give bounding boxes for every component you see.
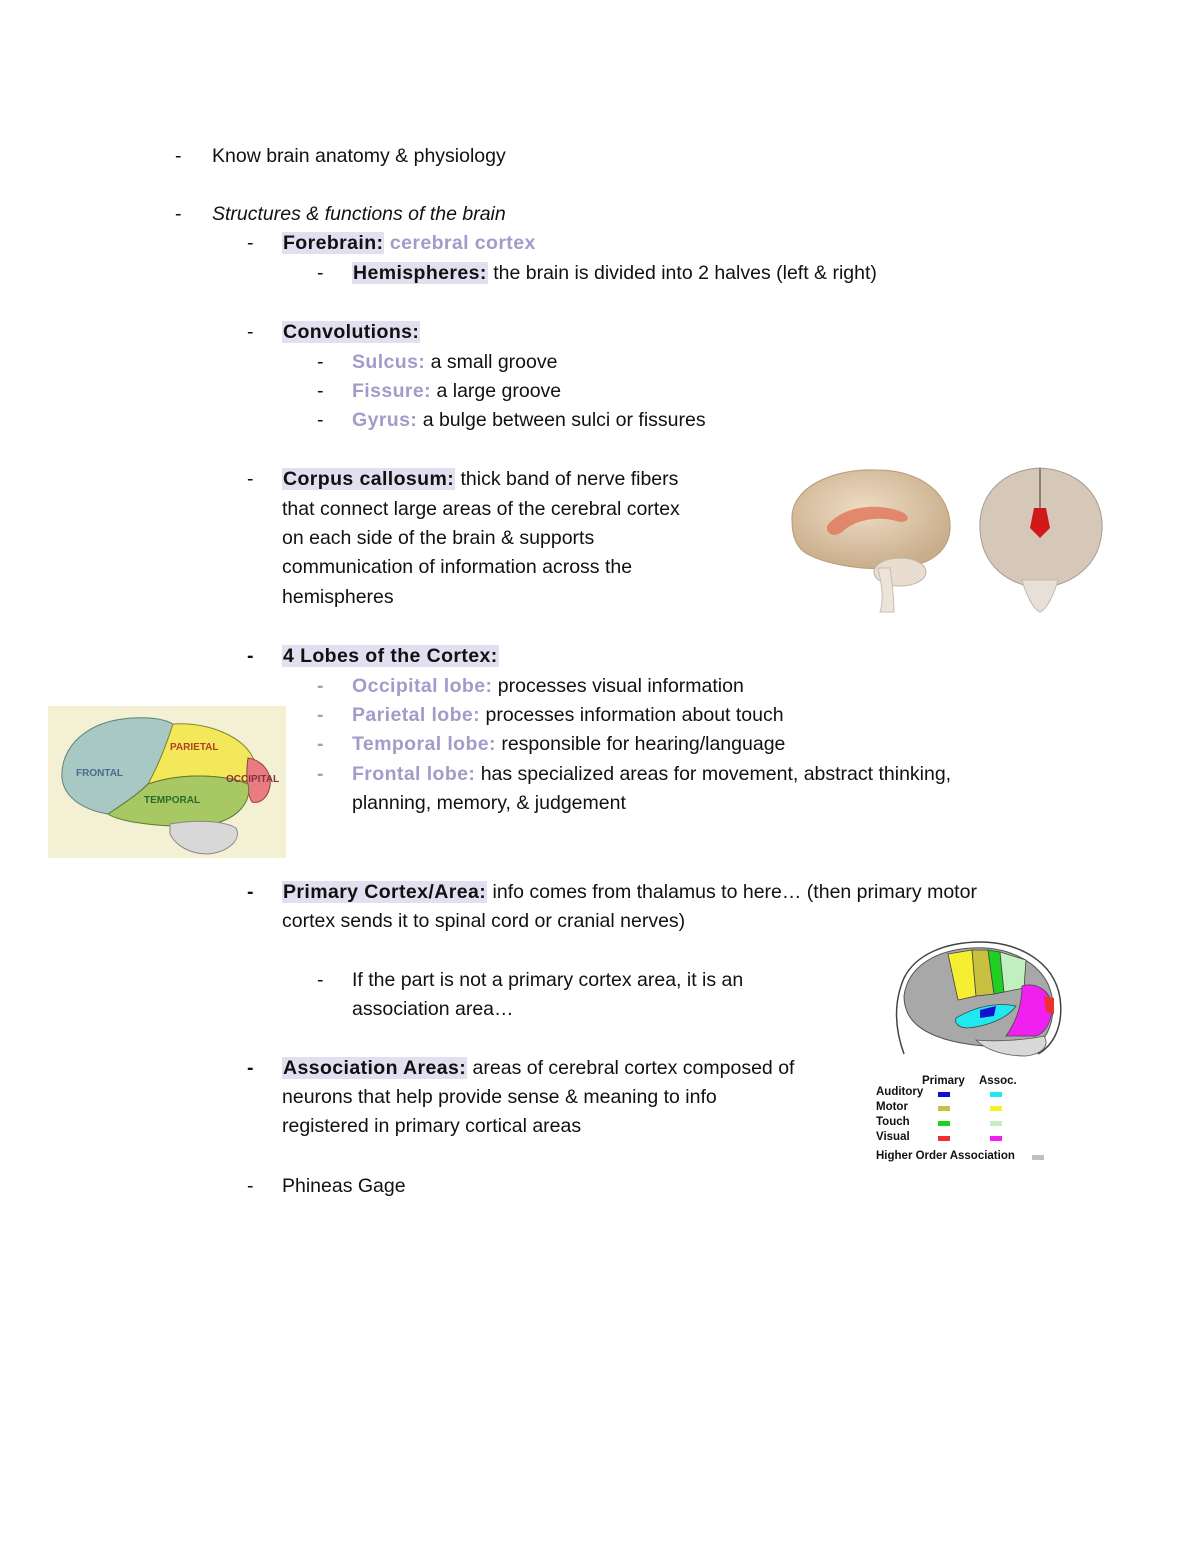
note-association: Association Areas: areas of cerebral cor… [282,1056,794,1080]
legend-swatch-assoc [990,1092,1002,1097]
legend-swatch-primary [938,1121,950,1126]
definition: a large groove [436,380,562,402]
note-line: cortex sends it to spinal cord or crania… [282,910,686,932]
definition: a bulge between sulci or fissures [422,409,706,431]
definition: thick band of nerve fibers [460,468,679,490]
definition: processes information about touch [485,704,784,726]
dash: - [175,145,182,167]
term: Sulcus: [352,351,426,373]
note-line: Know brain anatomy & physiology [212,145,506,167]
dash: - [247,321,254,343]
dash: - [247,645,254,667]
lobe-label-frontal: FRONTAL [76,768,123,779]
note-lobes: 4 Lobes of the Cortex: [282,644,499,668]
dash: - [317,763,324,785]
front-view-brain [979,467,1103,613]
legend-label: Motor [876,1101,908,1113]
term: Parietal lobe: [352,704,481,726]
definition: processes visual information [497,675,744,697]
dash: - [247,468,254,490]
term: Gyrus: [352,409,418,431]
term: Occipital lobe: [352,675,493,697]
definition: responsible for hearing/language [501,733,786,755]
note-fissure: Fissure: a large groove [352,379,561,403]
definition: cerebral cortex [389,232,536,254]
note-hemispheres: Hemispheres: the brain is divided into 2… [352,261,877,285]
dash: - [317,733,324,755]
note-line: Phineas Gage [282,1175,406,1197]
legend-swatch-primary [938,1106,950,1111]
note-sulcus: Sulcus: a small groove [352,350,557,374]
dash: - [317,675,324,697]
term: Corpus callosum: [282,468,456,490]
note-convolutions: Convolutions: [282,320,421,344]
association-areas-figure [895,941,1062,1057]
legend-header-primary: Primary [922,1075,965,1087]
dash: - [247,232,254,254]
dash: - [317,704,324,726]
legend-label: Visual [876,1131,910,1143]
term: Frontal lobe: [352,763,476,785]
dash: - [247,1175,254,1197]
note-line: association area… [352,998,514,1020]
note-gyrus: Gyrus: a bulge between sulci or fissures [352,408,706,432]
note-frontal: Frontal lobe: has specialized areas for … [352,762,951,786]
term: Convolutions: [282,321,421,343]
dash: - [317,409,324,431]
note-line: neurons that help provide sense & meanin… [282,1086,717,1108]
legend-label: Touch [876,1116,910,1128]
term: Association Areas: [282,1057,468,1079]
legend-swatch-primary [938,1136,950,1141]
note-line: on each side of the brain & supports [282,527,595,549]
dash: - [317,262,324,284]
corpus-callosum-figure [791,467,1103,613]
lobe-label-occipital: OCCIPITAL [226,774,279,785]
dash: - [247,881,254,903]
brain-lobes-figure: FRONTAL PARIETAL TEMPORAL OCCIPITAL [48,706,286,858]
note-forebrain: Forebrain: cerebral cortex [282,231,536,255]
term: Forebrain: [282,232,385,254]
dash: - [317,969,324,991]
legend-swatch-assoc [990,1106,1002,1111]
definition: a small groove [430,351,558,373]
legend-label: Higher Order Association [876,1150,1015,1162]
note-line: hemispheres [282,586,394,608]
term: Temporal lobe: [352,733,496,755]
note-line: registered in primary cortical areas [282,1115,582,1137]
lobe-label-temporal: TEMPORAL [144,795,200,806]
note-corpus-callosum: Corpus callosum: thick band of nerve fib… [282,467,678,491]
legend-swatch-assoc [990,1121,1002,1126]
lobe-shapes [61,717,271,855]
note-line: planning, memory, & judgement [352,792,626,814]
lobe-label-parietal: PARIETAL [170,742,219,753]
section-heading: Structures & functions of the brain [212,203,506,225]
note-line: If the part is not a primary cortex area… [352,969,744,991]
note-line: that connect large areas of the cerebral… [282,498,680,520]
legend-swatch-higher [1032,1155,1044,1160]
dash: - [317,380,324,402]
dash: - [247,1057,254,1079]
legend-swatch-assoc [990,1136,1002,1141]
side-view-brain [791,469,951,613]
definition: areas of cerebral cortex composed of [472,1057,795,1079]
term: Hemispheres: [352,262,488,284]
term: 4 Lobes of the Cortex: [282,645,499,667]
legend-header-assoc: Assoc. [979,1075,1017,1087]
legend-label: Auditory [876,1086,924,1098]
definition: info comes from thalamus to here… (then … [492,881,977,903]
note-temporal: Temporal lobe: responsible for hearing/l… [352,732,785,756]
term: Primary Cortex/Area: [282,881,488,903]
note-parietal: Parietal lobe: processes information abo… [352,703,784,727]
note-line: communication of information across the [282,556,633,578]
definition: has specialized areas for movement, abst… [480,763,952,785]
note-primary-cortex: Primary Cortex/Area: info comes from tha… [282,880,977,904]
term: Fissure: [352,380,432,402]
legend-swatch-primary [938,1092,950,1097]
definition: the brain is divided into 2 halves (left… [493,262,877,284]
dash: - [317,351,324,373]
note-occipital: Occipital lobe: processes visual informa… [352,674,744,698]
dash: - [175,203,182,225]
